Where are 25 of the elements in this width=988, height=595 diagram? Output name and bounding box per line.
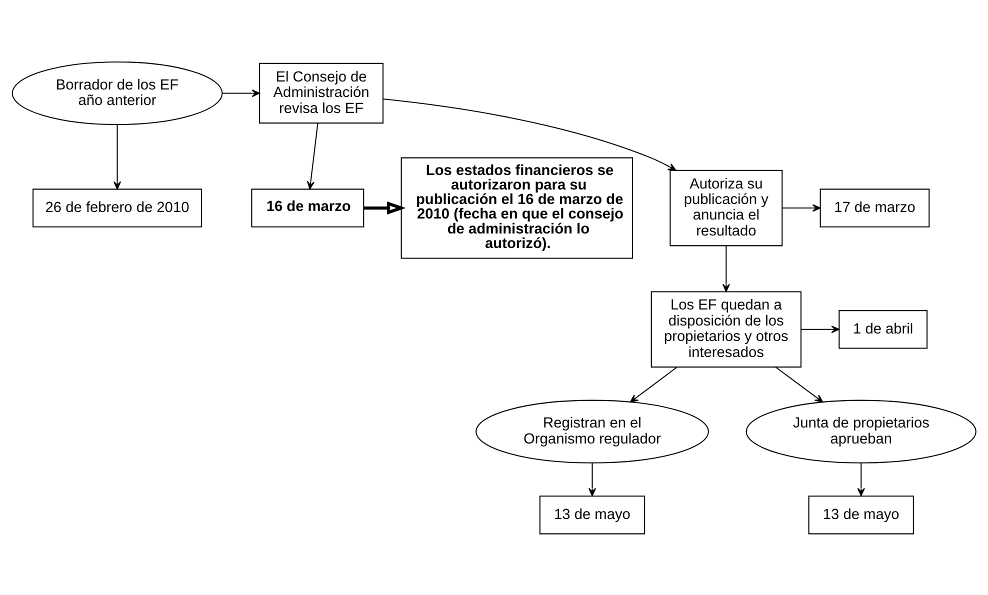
arrow — [383, 98, 676, 170]
node-box: Autoriza su publicación y anuncia el resultado — [670, 169, 783, 246]
node-ellipse: Registran en el Organismo regulador — [476, 399, 709, 463]
node-ellipse: Junta de propietarios aprueban — [746, 399, 976, 463]
arrow — [801, 325, 840, 333]
arrow — [364, 200, 406, 214]
arrow — [775, 366, 824, 402]
arrow — [630, 366, 678, 402]
arrow — [857, 462, 865, 496]
node-box: 26 de febrero de 2010 — [32, 188, 202, 227]
node-box: El Consejo de Administración revisa los EF — [259, 62, 384, 124]
node-box: 13 de mayo — [808, 495, 914, 534]
arrow — [588, 462, 596, 496]
node-ellipse: Borrador de los EF año anterior — [12, 60, 223, 125]
node-box: 17 de marzo — [820, 188, 930, 227]
arrow — [113, 124, 122, 190]
node-box: 16 de marzo — [251, 188, 364, 227]
arrow — [782, 204, 821, 212]
node-box: 13 de mayo — [539, 495, 646, 534]
arrow — [722, 245, 730, 292]
arrow — [306, 122, 318, 189]
node-box: Los EF quedan a disposición de los propietarios y otros interesados — [650, 290, 802, 368]
node-box: Los estados financieros se autorizaron para su publicación el 16 de marzo de 2010 (fecha en que el consejo de administración lo autorizó). — [400, 156, 634, 258]
node-box: 1 de abril — [838, 310, 928, 348]
arrow — [222, 88, 260, 97]
